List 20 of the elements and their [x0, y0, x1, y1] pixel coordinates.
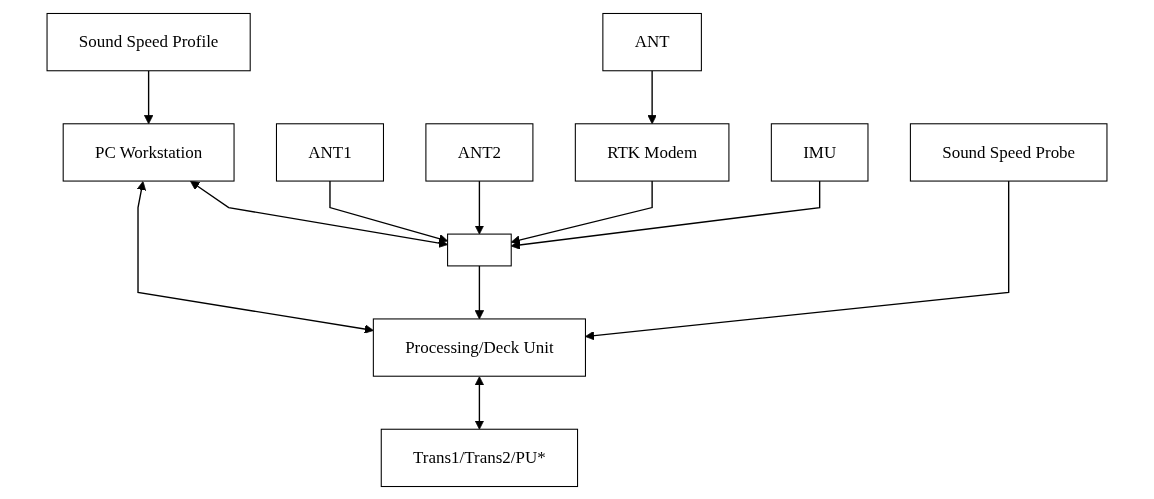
node-box: IMU	[770, 122, 869, 182]
node-box: ANT1	[275, 122, 384, 182]
node-box: Sound Speed Profile	[46, 12, 251, 71]
arrow	[474, 375, 485, 430]
arrow	[136, 180, 374, 334]
arrow	[329, 179, 448, 243]
node-box: Sound Speed Probe	[909, 122, 1108, 182]
arrow	[474, 264, 485, 319]
node-box: ANT	[602, 12, 702, 71]
node-box: RTK Modem	[574, 122, 730, 182]
node-box	[447, 233, 512, 266]
arrow	[190, 180, 448, 248]
arrow	[585, 179, 1010, 340]
arrow	[647, 69, 657, 124]
arrow	[474, 179, 485, 234]
node-box: PC Workstation	[62, 122, 235, 182]
node-box: ANT2	[425, 122, 534, 182]
node-box: Processing/Deck Unit	[372, 317, 586, 377]
arrow	[143, 69, 154, 124]
node-box: Trans1/Trans2/PU*	[380, 428, 579, 487]
